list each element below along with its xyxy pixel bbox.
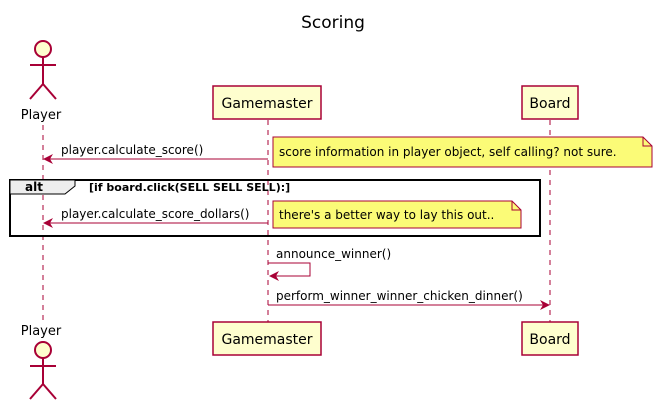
note-score-information: score information in player object, self…	[272, 136, 653, 168]
participant-board-top[interactable]: Board	[521, 85, 579, 120]
actor-figure-icon	[29, 341, 57, 400]
participant-label-gamemaster-top: Gamemaster	[221, 96, 312, 112]
message-perform-winner[interactable]: perform_winner_winner_chicken_dinner()	[268, 289, 550, 310]
note-text-score-information: score information in player object, self…	[279, 145, 617, 159]
message-label-calculate-score-dollars: player.calculate_score_dollars()	[61, 207, 249, 221]
message-label-announce-winner: announce_winner()	[276, 247, 391, 261]
actor-player-bottom[interactable]: Player	[21, 324, 62, 400]
participant-board-bottom[interactable]: Board	[521, 321, 579, 356]
alt-keyword: alt	[25, 180, 43, 194]
alt-guard: [if board.click(SELL SELL SELL):]	[89, 181, 290, 194]
message-label-calculate-score: player.calculate_score()	[61, 143, 203, 157]
actor-figure-icon	[29, 40, 57, 100]
actor-label-player-top: Player	[21, 108, 62, 123]
participant-label-gamemaster-bottom: Gamemaster	[221, 332, 312, 348]
actor-player-top[interactable]: Player	[21, 40, 62, 123]
message-calculate-score[interactable]: player.calculate_score()	[43, 143, 268, 164]
diagram-title: Scoring	[301, 13, 365, 33]
message-announce-winner[interactable]: announce_winner()	[268, 247, 391, 281]
message-label-perform-winner: perform_winner_winner_chicken_dinner()	[276, 289, 523, 303]
participant-label-board-top: Board	[529, 96, 570, 112]
participant-gamemaster-bottom[interactable]: Gamemaster	[212, 321, 322, 356]
actor-label-player-bottom: Player	[21, 324, 62, 339]
alt-fragment: alt [if board.click(SELL SELL SELL):]	[9, 179, 541, 237]
message-calculate-score-dollars[interactable]: player.calculate_score_dollars()	[43, 207, 268, 228]
note-better-layout: there's a better way to lay this out..	[272, 200, 522, 229]
participant-gamemaster-top[interactable]: Gamemaster	[212, 85, 322, 120]
note-text-better-layout: there's a better way to lay this out..	[279, 208, 494, 222]
participant-label-board-bottom: Board	[529, 332, 570, 348]
